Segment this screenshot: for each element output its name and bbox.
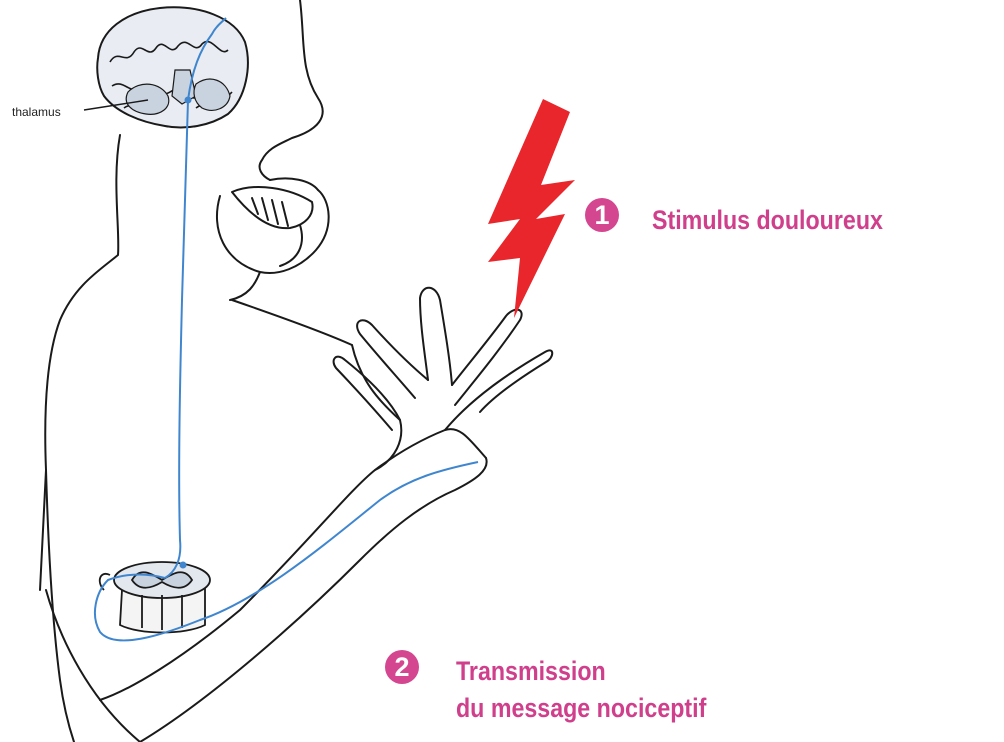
step-2-text-line2: du message nociceptif — [456, 692, 706, 725]
step-2-text-line1: Transmission — [456, 655, 606, 688]
body-outline — [40, 0, 552, 742]
thalamus-label: thalamus — [12, 105, 61, 119]
step-1-text: Stimulus douloureux — [652, 204, 883, 237]
lightning-bolt-icon — [488, 99, 575, 318]
step-2-badge: 2 — [385, 650, 419, 684]
brain — [97, 7, 248, 127]
step-1-badge: 1 — [585, 198, 619, 232]
